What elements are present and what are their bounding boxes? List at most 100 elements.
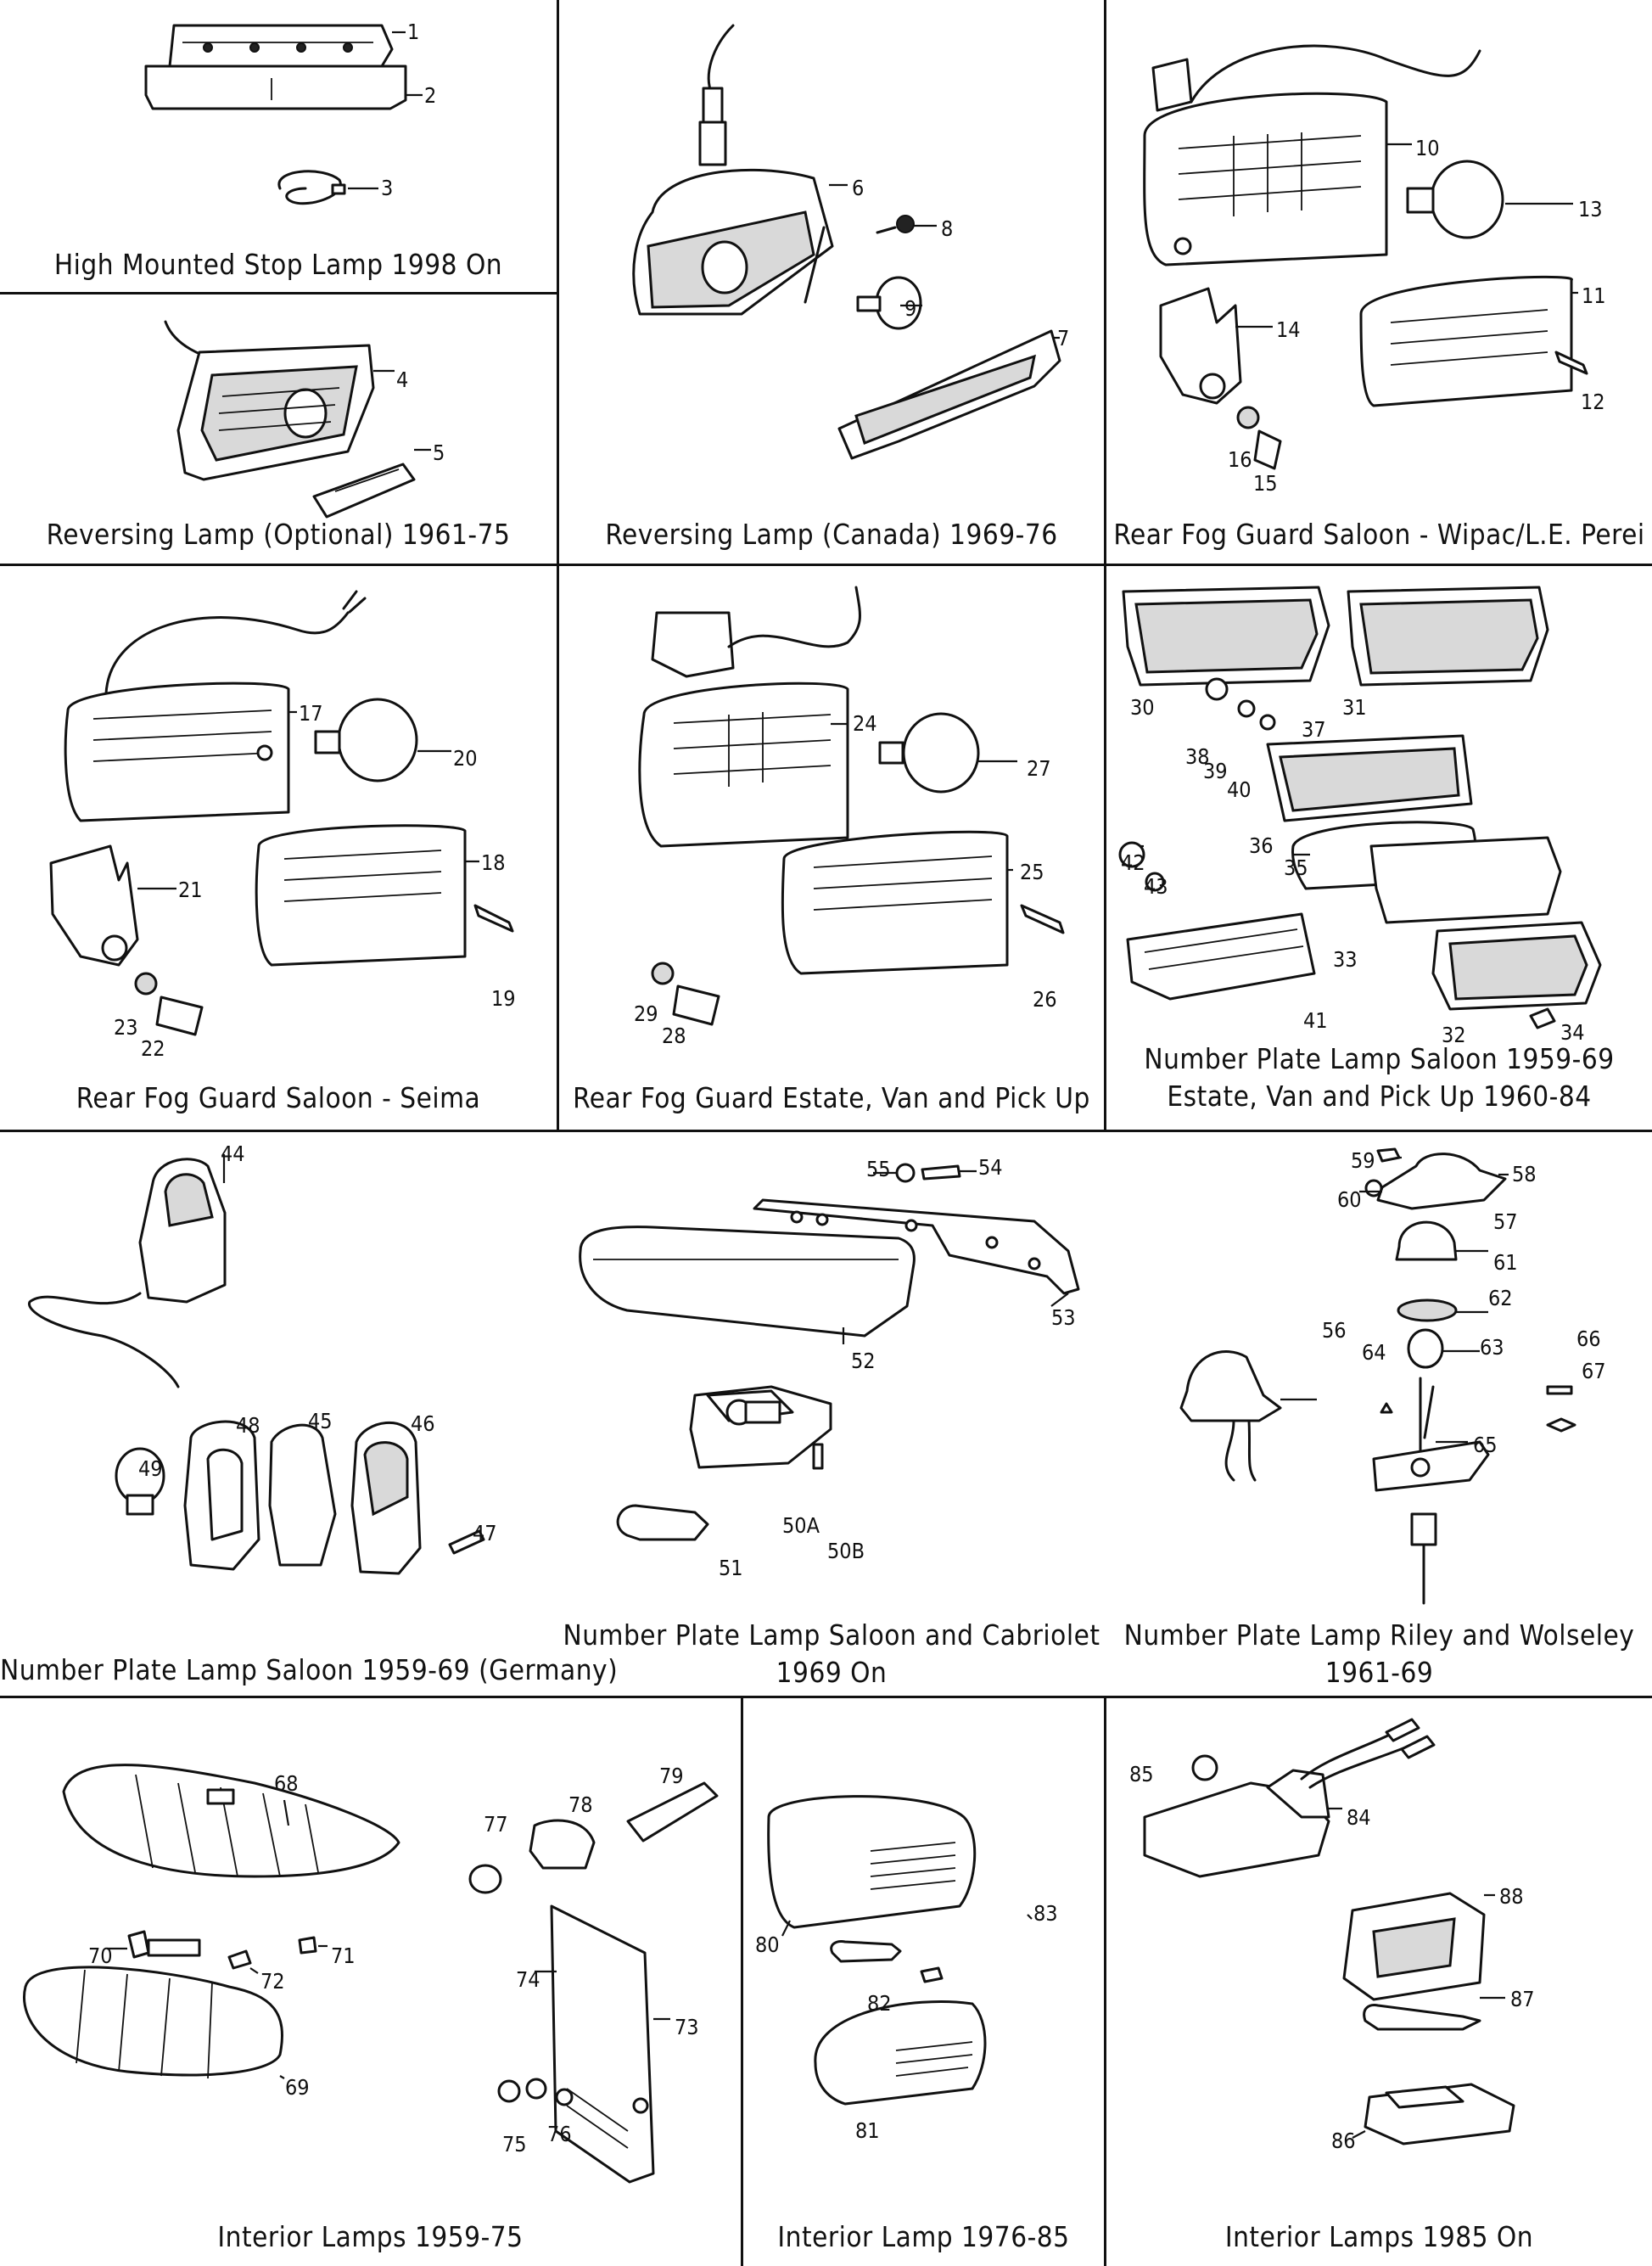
rear-fog-seima-drawing: [49, 590, 514, 1036]
callout-42: 42: [1121, 850, 1145, 875]
high-mounted-stop-lamp-drawing: [144, 24, 423, 205]
callout-48: 48: [236, 1413, 260, 1438]
callout-55: 55: [866, 1157, 891, 1181]
callout-40: 40: [1227, 777, 1252, 802]
callout-31: 31: [1342, 695, 1367, 720]
callout-86: 86: [1331, 2129, 1356, 2153]
callout-75: 75: [502, 2132, 527, 2157]
callout-19: 19: [491, 986, 516, 1011]
caption-p2: Reversing Lamp (Optional) 1961-75: [0, 516, 557, 553]
callout-56: 56: [1322, 1318, 1347, 1343]
rear-fog-wipac-drawing: [1143, 44, 1588, 470]
number-plate-lamp-saloon-drawing: [1118, 586, 1602, 1029]
callout-85: 85: [1129, 1762, 1154, 1786]
callout-62: 62: [1488, 1286, 1513, 1310]
callout-80: 80: [755, 1932, 780, 1957]
callout-34: 34: [1560, 1020, 1585, 1045]
interior-lamp-1976-85-drawing: [767, 1795, 1033, 2106]
callout-84: 84: [1347, 1805, 1371, 1830]
caption-p8: Number Plate Lamp Saloon 1959-69 (German…: [0, 1652, 618, 1689]
interior-lamps-1985-on-drawing: [1143, 1718, 1515, 2145]
divider-row-1: [0, 564, 1652, 566]
caption-p9: Number Plate Lamp Saloon and Cabriolet 1…: [559, 1617, 1104, 1691]
callout-47: 47: [473, 1521, 497, 1545]
caption-p7: Number Plate Lamp Saloon 1959-69 Estate,…: [1106, 1040, 1652, 1115]
caption-p13: Interior Lamps 1985 On: [1106, 2218, 1652, 2256]
caption-p7-line1: Number Plate Lamp Saloon 1959-69: [1144, 1042, 1615, 1075]
callout-16: 16: [1228, 447, 1252, 472]
caption-p3-line1: Reversing Lamp (Canada) 1969-76: [605, 518, 1058, 551]
number-plate-lamp-cabriolet-drawing: [579, 1163, 1080, 1541]
callout-36: 36: [1249, 833, 1274, 858]
caption-p9-line1: Number Plate Lamp Saloon and Cabriolet: [563, 1618, 1100, 1652]
callout-28: 28: [662, 1024, 686, 1048]
callout-87: 87: [1510, 1987, 1535, 2011]
divider-row-3: [0, 1696, 1652, 1698]
callout-1: 1: [407, 20, 420, 44]
callout-88: 88: [1499, 1884, 1524, 1909]
callout-50B: 50B: [827, 1539, 865, 1563]
panel-interior-lamps-1985-on: 85 84 88 87 86: [1106, 1698, 1652, 2266]
callout-54: 54: [978, 1155, 1003, 1180]
divider-row-2: [0, 1130, 1652, 1132]
callout-17: 17: [299, 701, 323, 726]
callout-27: 27: [1027, 756, 1051, 781]
caption-p7-line2: Estate, Van and Pick Up 1960-84: [1167, 1080, 1592, 1113]
callout-64: 64: [1362, 1340, 1386, 1365]
callout-51: 51: [719, 1556, 743, 1580]
divider-col1-row4: [741, 1697, 743, 2266]
caption-p11-line1: Interior Lamps 1959-75: [217, 2220, 524, 2253]
callout-76: 76: [547, 2122, 572, 2146]
callout-69: 69: [285, 2075, 310, 2100]
callout-57: 57: [1493, 1209, 1518, 1234]
callout-60: 60: [1337, 1187, 1362, 1212]
caption-p3: Reversing Lamp (Canada) 1969-76: [559, 516, 1104, 553]
callout-13: 13: [1578, 197, 1603, 222]
callout-77: 77: [484, 1812, 508, 1837]
divider-col2-row4: [1104, 1697, 1106, 2266]
interior-lamps-1959-75-drawing: [23, 1764, 719, 2184]
callout-3: 3: [381, 176, 394, 200]
callout-4: 4: [396, 367, 409, 392]
callout-5: 5: [433, 440, 445, 465]
callout-26: 26: [1033, 987, 1057, 1012]
callout-37: 37: [1302, 717, 1326, 742]
caption-p1-line1: High Mounted Stop Lamp 1998 On: [53, 248, 503, 281]
callout-78: 78: [568, 1792, 593, 1817]
caption-p6-line1: Rear Fog Guard Estate, Van and Pick Up: [573, 1081, 1090, 1114]
callout-39: 39: [1203, 759, 1228, 783]
callout-29: 29: [634, 1001, 658, 1026]
callout-70: 70: [88, 1943, 113, 1968]
callout-6: 6: [852, 176, 865, 200]
number-plate-lamp-riley-drawing: [1179, 1147, 1576, 1605]
callout-72: 72: [260, 1969, 285, 1994]
callout-38: 38: [1185, 744, 1210, 769]
callout-12: 12: [1581, 390, 1605, 414]
callout-7: 7: [1057, 326, 1070, 351]
callout-71: 71: [331, 1943, 356, 1968]
callout-44: 44: [221, 1141, 245, 1166]
callout-73: 73: [675, 2015, 699, 2039]
callout-32: 32: [1442, 1023, 1466, 1047]
callout-67: 67: [1582, 1359, 1606, 1383]
caption-p6: Rear Fog Guard Estate, Van and Pick Up: [559, 1080, 1104, 1117]
callout-49: 49: [138, 1456, 163, 1481]
caption-p8-line1: Number Plate Lamp Saloon 1959-69 (German…: [0, 1653, 619, 1686]
callout-35: 35: [1284, 855, 1308, 880]
rear-fog-estate-drawing: [638, 586, 1065, 1026]
caption-p9-line2: 1969 On: [776, 1656, 888, 1689]
callout-50A: 50A: [782, 1513, 820, 1538]
caption-p12-line1: Interior Lamp 1976-85: [777, 2220, 1070, 2253]
callout-41: 41: [1303, 1008, 1328, 1033]
callout-45: 45: [308, 1409, 333, 1433]
